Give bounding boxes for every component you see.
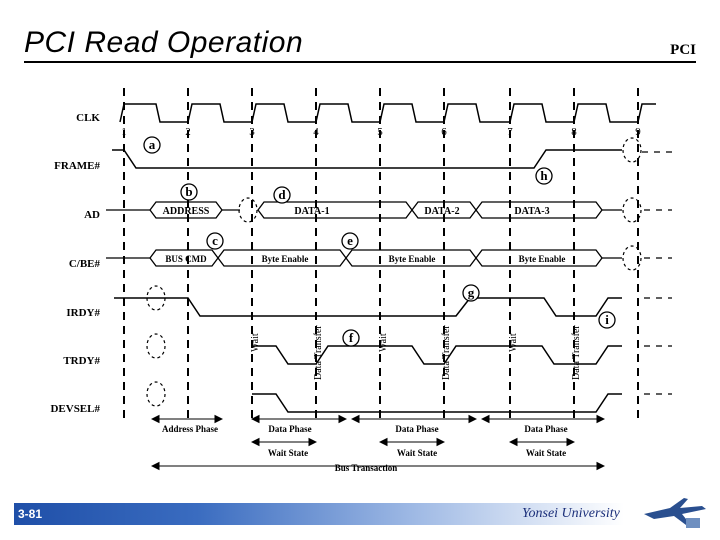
clock-number-7: 7 <box>507 126 513 138</box>
ad-data1-label: DATA-1 <box>294 206 329 217</box>
frame-waveform <box>112 149 622 169</box>
data-transfer-label-1: Data Transfer <box>313 325 324 380</box>
wait-state-label-2: Wait State <box>397 448 437 458</box>
footer-bar <box>14 503 624 525</box>
data-phase-label-2: Data Phase <box>395 424 438 434</box>
signal-label-cbe: C/BE# <box>69 258 101 270</box>
signal-label-devsel: DEVSEL# <box>50 403 100 415</box>
marker-a: a <box>149 137 156 152</box>
cbe-bus <box>106 249 672 267</box>
slide-number: 3-81 <box>18 507 43 521</box>
address-phase-label: Address Phase <box>162 424 218 434</box>
marker-h: h <box>540 168 548 183</box>
data-transfer-label-3: Data Transfer <box>571 325 582 380</box>
clock-number-1: 1 <box>121 126 127 138</box>
marker-c: c <box>212 233 218 248</box>
clock-number-9: 9 <box>635 126 641 138</box>
marker-d: d <box>278 187 286 202</box>
clock-number-4: 4 <box>313 126 319 138</box>
signal-label-frame: FRAME# <box>54 160 100 172</box>
cbe-bus-cmd-label: BUS CMD <box>165 254 207 264</box>
clock-number-2: 2 <box>185 126 191 138</box>
clock-number-6: 6 <box>441 126 447 138</box>
clock-number-5: 5 <box>377 126 383 138</box>
wait-state-label-1: Wait State <box>268 448 308 458</box>
marker-i: i <box>605 312 609 327</box>
header-tag: PCI <box>670 42 696 58</box>
signal-label-clk: CLK <box>76 112 100 124</box>
clk-waveform <box>119 103 656 123</box>
university-name: Yonsei University <box>522 506 620 521</box>
clock-number-8: 8 <box>571 126 577 138</box>
marker-g: g <box>468 285 475 300</box>
data-transfer-label-2: Data Transfer <box>441 325 452 380</box>
wait-label-1: Wait <box>250 333 261 352</box>
ad-address-label: ADDRESS <box>163 206 210 217</box>
marker-circles <box>143 136 616 347</box>
cbe-be1-label: Byte Enable <box>262 254 309 264</box>
cbe-be3-label: Byte Enable <box>519 254 566 264</box>
ad-data2-label: DATA-2 <box>424 206 459 217</box>
title-rule <box>24 61 696 63</box>
marker-f: f <box>349 330 354 345</box>
bus-transaction-label: Bus Transaction <box>335 463 397 473</box>
signal-label-irdy: IRDY# <box>66 307 100 319</box>
signal-label-ad: AD <box>84 209 100 221</box>
cbe-be2-label: Byte Enable <box>389 254 436 264</box>
page-title: PCI Read Operation <box>24 26 304 59</box>
wait-label-3: Wait <box>508 333 519 352</box>
ad-data3-label: DATA-3 <box>514 206 549 217</box>
data-phase-label-3: Data Phase <box>524 424 567 434</box>
wait-state-label-3: Wait State <box>526 448 566 458</box>
wait-label-2: Wait <box>378 333 389 352</box>
phase-arrows <box>150 414 606 471</box>
pci-timing-diagram: CLK FRAME# AD C/BE# IRDY# TRDY# DEVSEL# … <box>50 88 672 473</box>
marker-e: e <box>347 233 353 248</box>
ad-bus <box>106 201 672 219</box>
clock-number-3: 3 <box>249 126 255 138</box>
trdy-waveform <box>252 345 622 365</box>
devsel-waveform <box>252 393 622 413</box>
transition-circles <box>146 137 642 407</box>
signal-label-trdy: TRDY# <box>63 355 100 367</box>
airplane-logo-icon <box>644 498 706 528</box>
irdy-waveform <box>114 297 622 317</box>
data-phase-label-1: Data Phase <box>268 424 311 434</box>
marker-b: b <box>185 184 192 199</box>
